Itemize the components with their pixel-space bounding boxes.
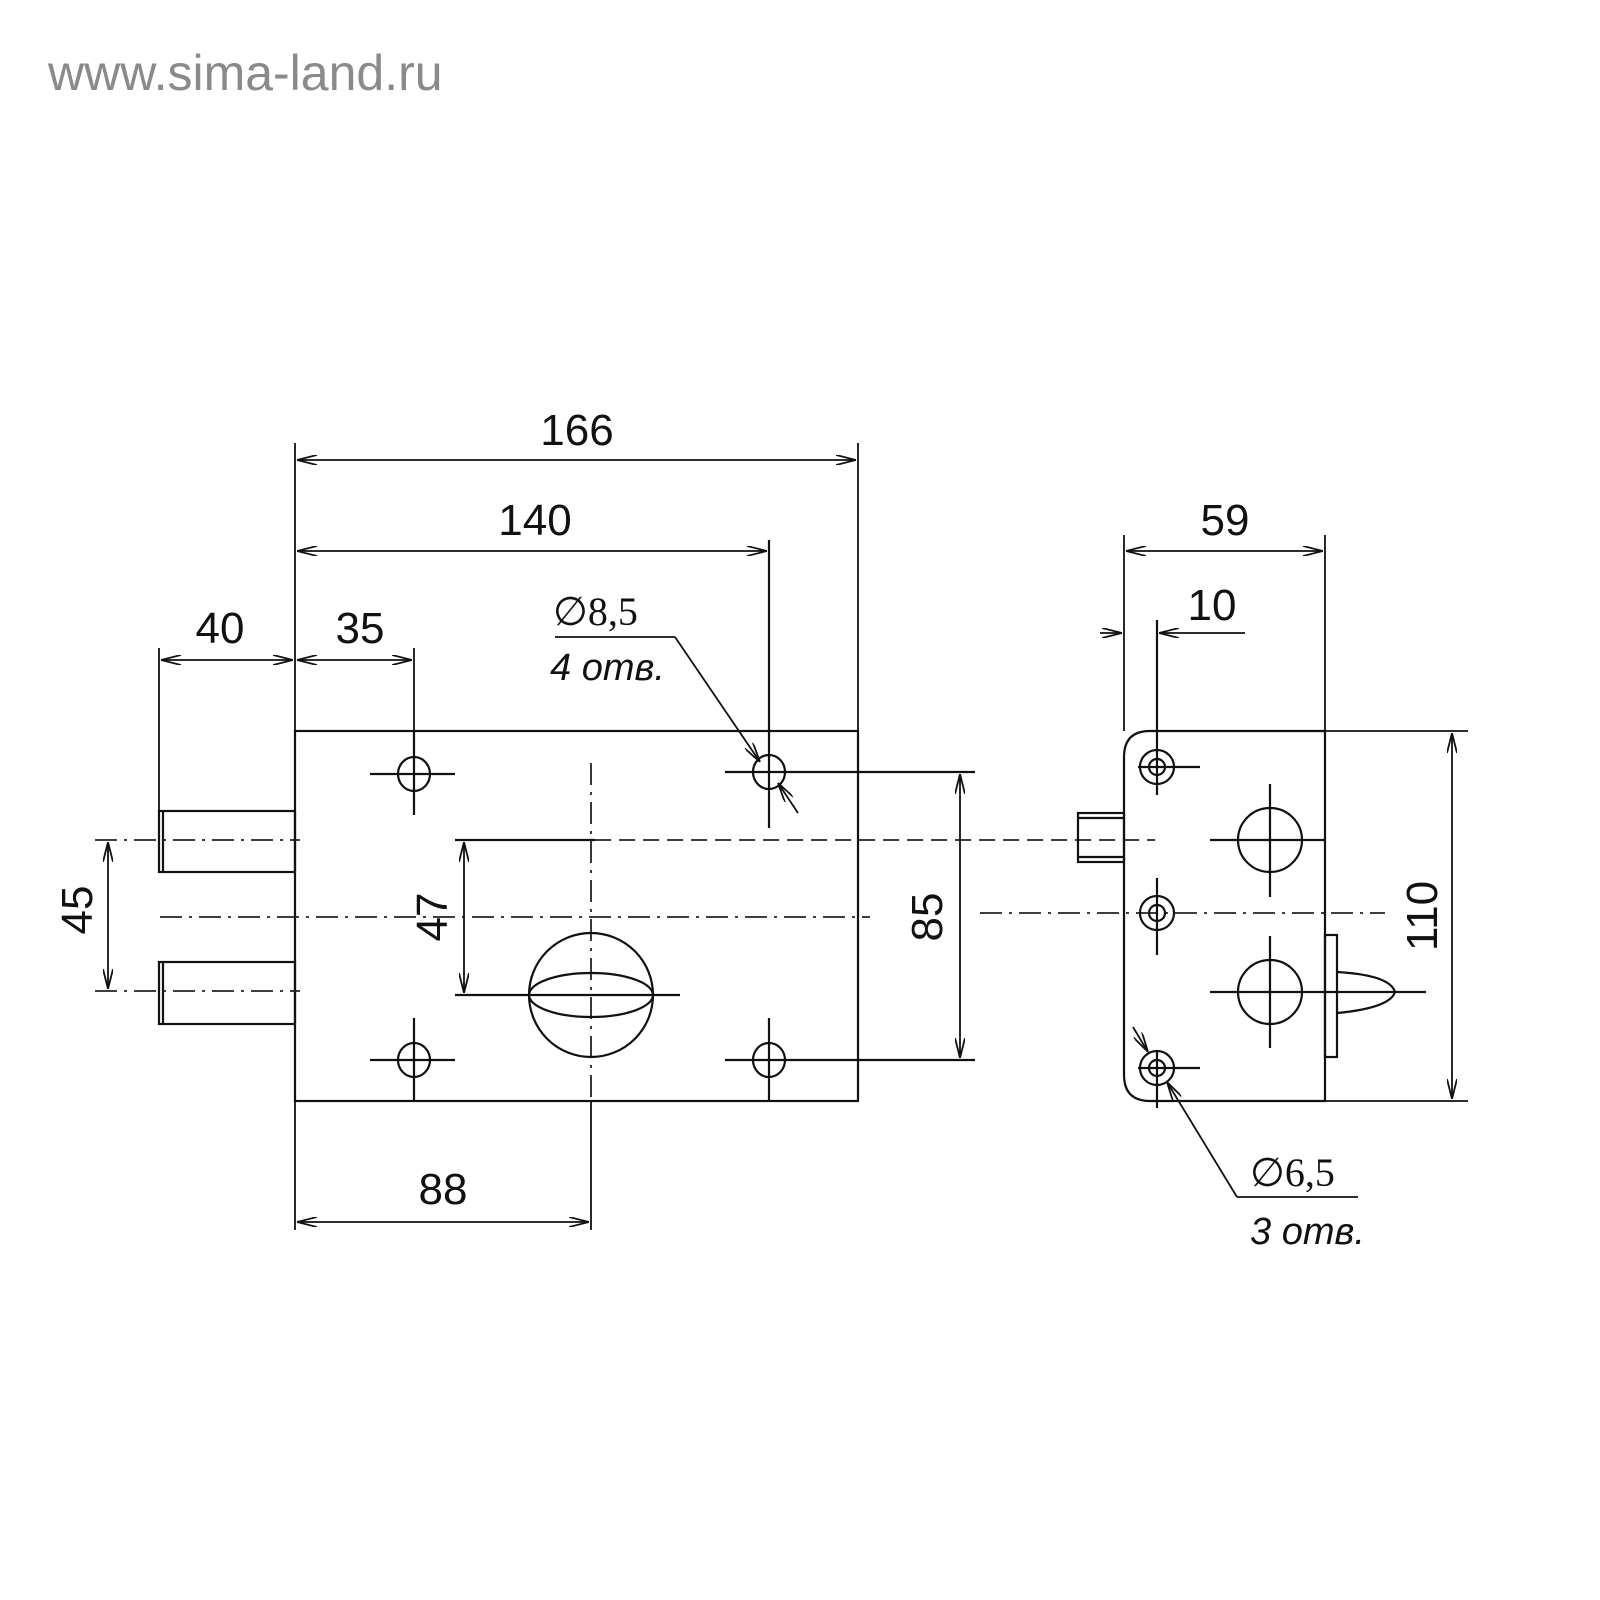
side-mounting-hole (1138, 1049, 1200, 1108)
dim-59: 59 (1201, 496, 1250, 545)
mounting-hole (725, 1018, 975, 1101)
dim-35: 35 (336, 604, 385, 653)
dim-88: 88 (419, 1165, 468, 1214)
side-body (1122, 729, 1327, 1103)
cylinder-hole (1210, 784, 1325, 897)
latch (1323, 933, 1397, 1059)
side-view: 59 10 110 ∅6,5 3 отв. (1076, 496, 1468, 1253)
lock-body (293, 729, 860, 1103)
dim-140: 140 (498, 496, 571, 545)
bolt-top (157, 809, 297, 874)
note-side-hole-count: 3 отв. (1250, 1211, 1365, 1253)
dim-10: 10 (1188, 581, 1237, 630)
dim-40: 40 (196, 604, 245, 653)
keyhole (455, 931, 680, 1059)
watermark-text: www.sima-land.ru (47, 45, 443, 101)
dim-85: 85 (903, 893, 952, 942)
front-view: 166 140 40 35 88 45 47 85 ∅8,5 4 отв. (53, 406, 1385, 1230)
cylinder-hole (1210, 936, 1426, 1048)
side-mounting-hole (1138, 878, 1176, 955)
mounting-hole (370, 1018, 455, 1101)
dim-47: 47 (408, 893, 457, 942)
note-front-hole-count: 4 отв. (550, 647, 665, 689)
side-mounting-hole (1138, 620, 1200, 795)
note-side-hole-diameter: ∅6,5 (1250, 1150, 1335, 1195)
note-front-hole-diameter: ∅8,5 (553, 589, 638, 634)
side-stub (1076, 811, 1126, 864)
dim-166: 166 (540, 406, 613, 455)
bolt-bottom (157, 960, 297, 1026)
dim-45: 45 (53, 886, 102, 935)
mounting-hole (370, 731, 455, 815)
mounting-hole (725, 540, 975, 828)
dim-110: 110 (1398, 881, 1447, 951)
